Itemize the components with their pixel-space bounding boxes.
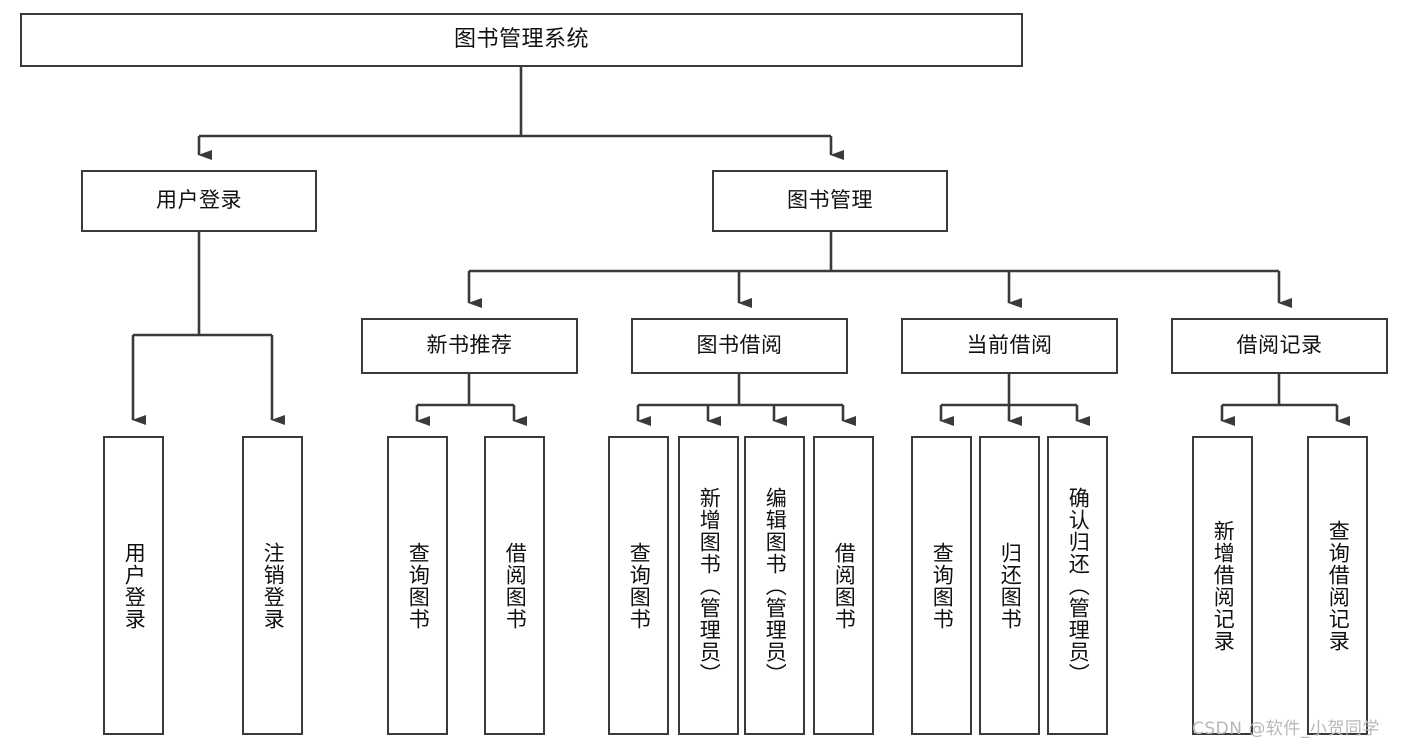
node-new-book-recommend[interactable]: 新书推荐 — [361, 318, 578, 374]
node-new-book-recommend-label: 新书推荐 — [426, 333, 513, 358]
node-leaf-add-record[interactable]: 新增借阅记录 — [1192, 436, 1253, 735]
node-user-login[interactable]: 用户登录 — [81, 170, 317, 232]
node-leaf-add-book[interactable]: 新增图书（管理员） — [678, 436, 739, 735]
node-root-label: 图书管理系统 — [453, 26, 589, 52]
node-book-manage[interactable]: 图书管理 — [712, 170, 948, 232]
node-leaf-query-record-label: 查询借阅记录 — [1326, 519, 1351, 652]
node-leaf-return-book-label: 归还图书 — [998, 541, 1023, 630]
node-leaf-add-record-label: 新增借阅记录 — [1211, 519, 1236, 652]
node-user-login-label: 用户登录 — [156, 188, 242, 213]
node-book-borrow[interactable]: 图书借阅 — [631, 318, 848, 374]
csdn-watermark: CSDN @软件_小贺同学 — [1192, 719, 1380, 739]
node-leaf-edit-book-label: 编辑图书（管理员） — [763, 486, 788, 685]
node-leaf-confirm-return-label: 确认归还（管理员） — [1066, 486, 1091, 685]
node-current-borrow[interactable]: 当前借阅 — [901, 318, 1118, 374]
node-borrow-record-label: 借阅记录 — [1236, 333, 1323, 358]
node-borrow-record[interactable]: 借阅记录 — [1171, 318, 1388, 374]
node-leaf-borrow-book-1-label: 借阅图书 — [503, 541, 528, 630]
node-leaf-query-book-2[interactable]: 查询图书 — [608, 436, 669, 735]
node-book-borrow-label: 图书借阅 — [696, 333, 783, 358]
node-leaf-query-book-2-label: 查询图书 — [627, 541, 652, 630]
node-leaf-add-book-label: 新增图书（管理员） — [697, 486, 722, 685]
node-current-borrow-label: 当前借阅 — [966, 333, 1053, 358]
node-leaf-borrow-book-1[interactable]: 借阅图书 — [484, 436, 545, 735]
node-book-manage-label: 图书管理 — [787, 188, 873, 213]
node-leaf-borrow-book-2[interactable]: 借阅图书 — [813, 436, 874, 735]
node-leaf-query-book-3[interactable]: 查询图书 — [911, 436, 972, 735]
node-leaf-query-book-1-label: 查询图书 — [406, 541, 431, 630]
node-leaf-query-record[interactable]: 查询借阅记录 — [1307, 436, 1368, 735]
node-leaf-logout-label: 注销登录 — [261, 541, 286, 630]
node-leaf-user-login-label: 用户登录 — [122, 541, 147, 630]
node-leaf-logout[interactable]: 注销登录 — [242, 436, 303, 735]
node-leaf-edit-book[interactable]: 编辑图书（管理员） — [744, 436, 805, 735]
node-leaf-query-book-3-label: 查询图书 — [930, 541, 955, 630]
node-root[interactable]: 图书管理系统 — [20, 13, 1023, 67]
node-leaf-user-login[interactable]: 用户登录 — [103, 436, 164, 735]
node-leaf-return-book[interactable]: 归还图书 — [979, 436, 1040, 735]
node-leaf-query-book-1[interactable]: 查询图书 — [387, 436, 448, 735]
node-leaf-borrow-book-2-label: 借阅图书 — [832, 541, 857, 630]
node-leaf-confirm-return[interactable]: 确认归还（管理员） — [1047, 436, 1108, 735]
